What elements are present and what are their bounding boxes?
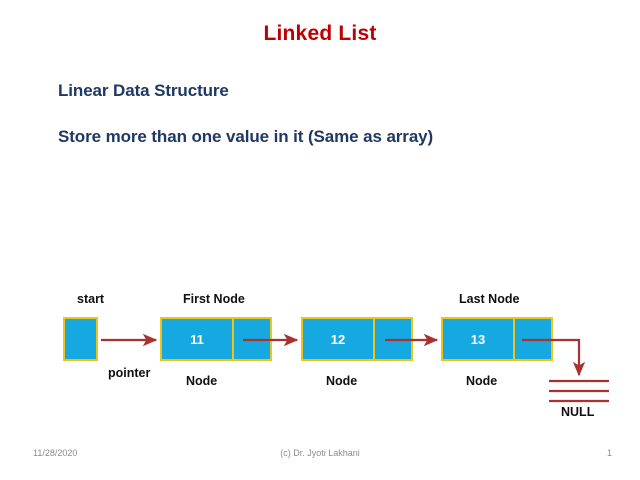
footer-date: 11/28/2020 xyxy=(33,448,78,458)
node-1-value: 11 xyxy=(190,331,204,347)
node-1-data-cell: 11 xyxy=(160,317,234,361)
node-1-caption: Node xyxy=(186,374,218,388)
footer-page-number: 1 xyxy=(606,448,612,458)
node-2-value: 12 xyxy=(330,331,346,347)
node-1-link-cell xyxy=(232,317,272,361)
node-2-data-cell: 12 xyxy=(301,317,375,361)
body-line-1: Linear Data Structure xyxy=(58,81,229,100)
null-label: NULL xyxy=(561,405,595,419)
first-node-label: First Node xyxy=(183,292,245,306)
node-3-caption: Node xyxy=(466,374,498,388)
node-3-link-cell xyxy=(513,317,553,361)
last-node-label: Last Node xyxy=(459,292,520,306)
page-title: Linked List xyxy=(263,22,377,45)
node-3-data-cell: 13 xyxy=(441,317,515,361)
footer-credit: (c) Dr. Jyoti Lakhani xyxy=(280,448,360,458)
body-line-2: Store more than one value in it (Same as… xyxy=(58,127,434,146)
pointer-label: pointer xyxy=(108,366,151,380)
node-2-caption: Node xyxy=(326,374,358,388)
start-pointer-box xyxy=(63,317,98,361)
node-3-value: 13 xyxy=(470,331,486,347)
start-label: start xyxy=(77,292,105,306)
node-2-link-cell xyxy=(373,317,413,361)
